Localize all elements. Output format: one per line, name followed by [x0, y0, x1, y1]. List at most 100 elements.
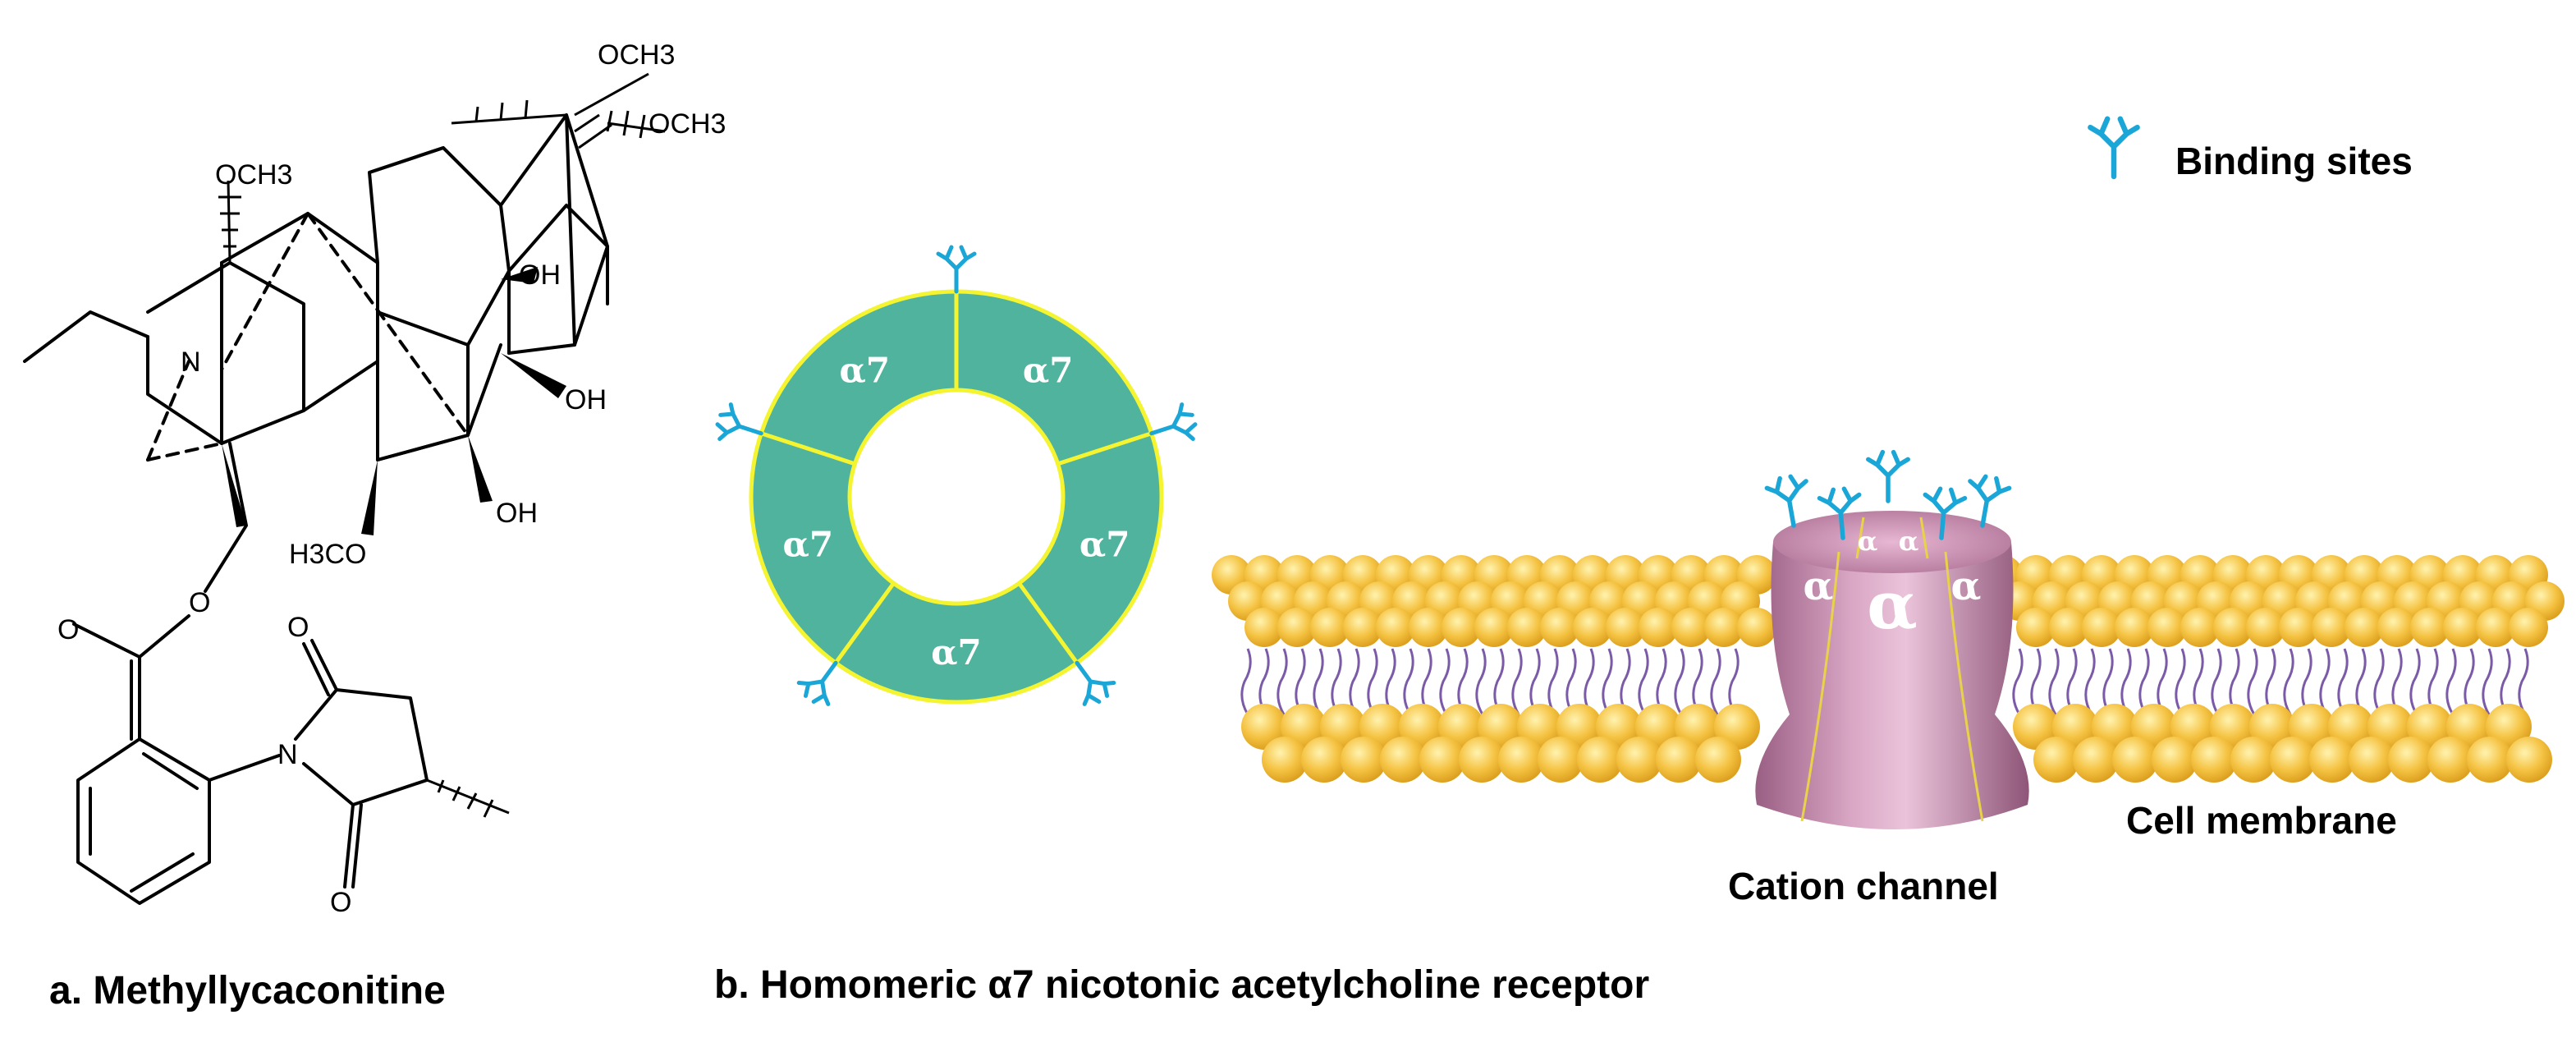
lipid-head — [1244, 608, 1284, 647]
lipid-head — [1573, 608, 1612, 647]
lipid-head — [2246, 608, 2285, 647]
lipid-head — [1343, 608, 1382, 647]
lipid-head — [1507, 608, 1547, 647]
lipid-head — [2443, 608, 2482, 647]
lipid-tail — [2283, 648, 2294, 715]
lipid-head — [1704, 608, 1744, 647]
lipid-head — [1639, 608, 1678, 647]
label-och3-top: OCH3 — [598, 39, 675, 71]
channel-subunit-back-right: α — [1899, 526, 1919, 557]
lipid-head — [2016, 608, 2056, 647]
lipid-tail — [2102, 648, 2114, 715]
binding-site-icon — [2090, 119, 2137, 177]
lipid-head — [1616, 737, 1662, 783]
lipid-head — [2013, 704, 2059, 750]
stereo-bonds — [218, 72, 666, 818]
lipid-head — [2309, 737, 2355, 783]
ring-subunit-label: α7 — [931, 632, 982, 673]
lipid-head — [1419, 737, 1465, 783]
lipid-head — [1656, 737, 1702, 783]
ring-divider — [760, 431, 856, 466]
lipid-head — [1498, 737, 1544, 783]
lipid-head — [2270, 737, 2316, 783]
lipid-head — [1695, 737, 1741, 783]
ring-subunit-label: α7 — [783, 525, 834, 565]
ring-divider — [834, 581, 896, 664]
lipid-head — [1409, 608, 1448, 647]
lipid-tail — [2319, 648, 2331, 715]
lipid-head — [2152, 737, 2198, 783]
lipid-head — [1606, 608, 1645, 647]
binding-site-icon — [938, 247, 974, 292]
ring-dividers — [760, 292, 1153, 664]
atom-labels: OCH3 OCH3 OCH3 OH OH OH H3CO N O O N O O — [57, 39, 726, 918]
channel-subunit-center: α — [1867, 567, 1918, 644]
lipid-tail — [1349, 648, 1360, 715]
label-n-imide: N — [277, 739, 298, 770]
lipid-tail — [1547, 648, 1559, 715]
caption-a: a. Methyllycaconitine — [49, 969, 446, 1013]
lipid-tail — [2301, 648, 2312, 715]
lipid-head — [2082, 608, 2121, 647]
lipid-head — [1277, 608, 1317, 647]
lipid-head — [1538, 737, 1584, 783]
lipid-tail — [2445, 648, 2457, 715]
lipid-tail — [1331, 648, 1342, 715]
lipid-tail — [2482, 648, 2493, 715]
lipid-tail — [1511, 648, 1523, 715]
lipid-tail — [2048, 648, 2060, 715]
label-oh-3: OH — [496, 498, 538, 529]
lipid-tail — [1367, 648, 1378, 715]
lipid-tail — [1674, 648, 1685, 715]
lipid-head — [1671, 608, 1711, 647]
legend-binding-sites-label: Binding sites — [2175, 140, 2413, 182]
lipid-head — [2049, 608, 2088, 647]
binding-site-icon — [1868, 452, 1908, 501]
lipid-heads-outer — [1212, 555, 2565, 647]
channel-body — [1755, 542, 2029, 829]
channel-subunit-right: α — [1951, 563, 1982, 609]
label-h3co: H3CO — [289, 539, 366, 570]
ring-subunit-label: α7 — [1023, 350, 1074, 390]
lipid-tail — [1439, 648, 1451, 715]
lipid-head — [1442, 608, 1481, 647]
lipid-head — [2147, 608, 2187, 647]
lipid-tail — [1475, 648, 1487, 715]
cation-channel-label: Cation channel — [1728, 865, 1999, 907]
lipid-head — [2230, 737, 2276, 783]
lipid-head — [2033, 737, 2079, 783]
lipid-tail — [1313, 648, 1324, 715]
caption-b: b. Homomeric α7 nicotonic acetylcholine … — [714, 963, 1649, 1007]
lipid-head — [1540, 608, 1579, 647]
lipid-tail — [2337, 648, 2349, 715]
methyllycaconitine-structure — [23, 113, 609, 905]
lipid-tail — [1710, 648, 1721, 715]
label-och3-left: OCH3 — [215, 159, 292, 191]
lipid-tail — [1240, 648, 1252, 715]
lipid-head — [2349, 737, 2395, 783]
lipid-head — [1301, 737, 1347, 783]
lipid-head — [2427, 737, 2473, 783]
lipid-head — [2115, 608, 2154, 647]
lipid-tail — [2355, 648, 2367, 715]
lipid-head — [2467, 737, 2513, 783]
lipid-tail — [2012, 648, 2024, 715]
label-o-imide-bottom: O — [330, 887, 351, 918]
ring-pore — [847, 388, 1066, 606]
cation-channel: α α α α α — [1755, 452, 2029, 829]
lipid-head — [2213, 608, 2253, 647]
lipid-head — [2345, 608, 2384, 647]
label-o-ester: O — [189, 587, 210, 618]
lipid-head — [1341, 737, 1387, 783]
lipid-head — [2112, 737, 2158, 783]
lipid-tails — [1240, 648, 2529, 715]
lipid-head — [2180, 608, 2220, 647]
lipid-head — [1310, 608, 1350, 647]
lipid-tail — [2120, 648, 2132, 715]
lipid-head — [1376, 608, 1415, 647]
lipid-head — [1577, 737, 1623, 783]
lipid-tail — [1565, 648, 1577, 715]
ring-divider — [1057, 431, 1153, 466]
